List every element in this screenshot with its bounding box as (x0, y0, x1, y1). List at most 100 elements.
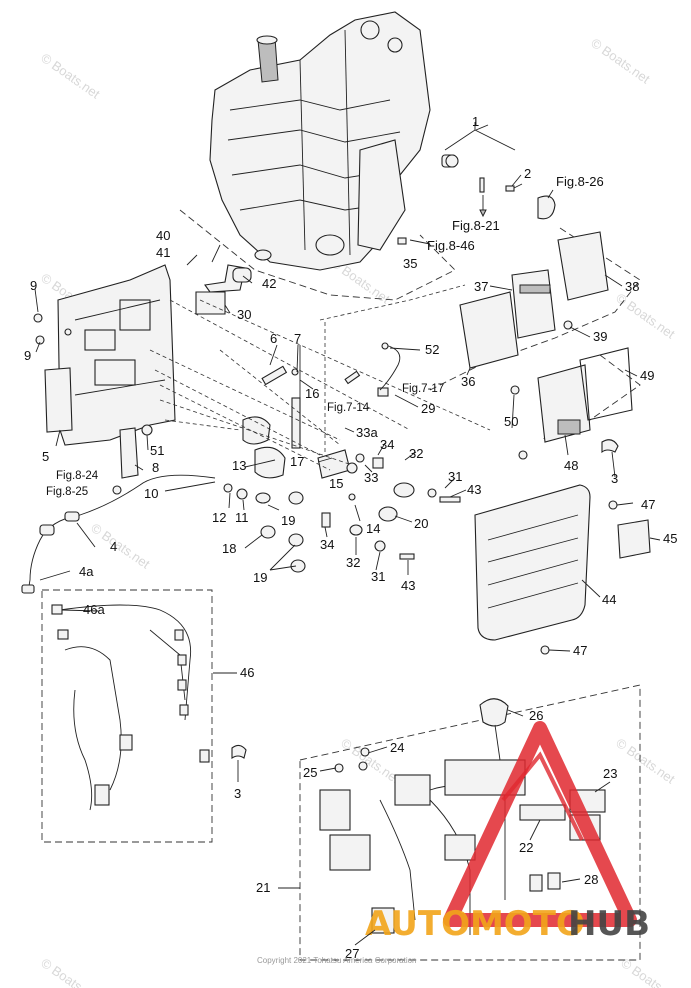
callout-2[interactable]: 2 (524, 166, 531, 181)
callout-47[interactable]: 47 (641, 497, 655, 512)
callout-48[interactable]: 48 (564, 458, 578, 473)
callout-15[interactable]: 15 (329, 476, 343, 491)
automotohub-logo: AUTOMOTO HUB (365, 721, 650, 944)
callout-20[interactable]: 20 (414, 516, 428, 531)
callout-12[interactable]: 12 (212, 510, 226, 525)
callout-13[interactable]: 13 (232, 458, 246, 473)
callout-3[interactable]: 3 (234, 786, 241, 801)
callout-39[interactable]: 39 (593, 329, 607, 344)
callout-47[interactable]: 47 (573, 643, 587, 658)
callout-9[interactable]: 9 (24, 348, 31, 363)
callout-33a[interactable]: 33a (356, 425, 378, 440)
watermark: © Boats.net (38, 955, 103, 988)
callout-7[interactable]: 7 (294, 331, 301, 346)
callout-24[interactable]: 24 (390, 740, 404, 755)
callout-leaders (34, 124, 661, 946)
figure-ref[interactable]: Fig.7-17 (402, 383, 444, 395)
callout-49[interactable]: 49 (640, 368, 654, 383)
callout-40[interactable]: 40 (156, 228, 170, 243)
logo-text-left: AUTOMOTO (365, 904, 585, 944)
callout-50[interactable]: 50 (504, 414, 518, 429)
callout-51[interactable]: 51 (150, 443, 164, 458)
callout-45[interactable]: 45 (663, 531, 677, 546)
left-lower-parts (112, 264, 301, 495)
callout-3[interactable]: 3 (611, 471, 618, 486)
watermark: © Boats.net (618, 955, 683, 988)
callout-18[interactable]: 18 (222, 541, 236, 556)
watermark: © Boats.net (88, 520, 153, 572)
harness-4 (27, 474, 216, 593)
callout-9[interactable]: 9 (30, 278, 37, 293)
callout-16[interactable]: 16 (305, 386, 319, 401)
callout-19[interactable]: 19 (281, 513, 295, 528)
callout-4a[interactable]: 4a (79, 564, 94, 579)
callout-6[interactable]: 6 (270, 331, 277, 346)
callout-52[interactable]: 52 (425, 342, 439, 357)
small-parts (223, 483, 415, 573)
callout-5[interactable]: 5 (42, 449, 49, 464)
callout-8[interactable]: 8 (152, 460, 159, 475)
callout-14[interactable]: 14 (366, 521, 380, 536)
copyright-notice: Copyright 2021 Tohatsu America Corporati… (257, 956, 417, 965)
cover-44 (474, 484, 651, 655)
callout-10[interactable]: 10 (144, 486, 158, 501)
watermark: © Boats.net (613, 735, 678, 787)
callout-34[interactable]: 34 (320, 537, 334, 552)
callout-34[interactable]: 34 (380, 437, 394, 452)
harness-46-box (41, 589, 247, 843)
figure-ref[interactable]: Fig.8-46 (427, 238, 475, 253)
logo-triangle (443, 721, 637, 927)
callout-32[interactable]: 32 (346, 555, 360, 570)
ignition-parts (317, 342, 461, 522)
figure-ref[interactable]: Fig.8-25 (46, 486, 88, 498)
callout-27[interactable]: 27 (345, 946, 359, 961)
callout-35[interactable]: 35 (403, 256, 417, 271)
callout-30[interactable]: 30 (237, 307, 251, 322)
callout-41[interactable]: 41 (156, 245, 170, 260)
callout-26[interactable]: 26 (529, 708, 543, 723)
callout-19[interactable]: 19 (253, 570, 267, 585)
assembly-leaders (149, 284, 491, 471)
figure-ref[interactable]: Fig.8-24 (56, 470, 99, 482)
sensor-assembly (397, 122, 556, 245)
callout-43[interactable]: 43 (401, 578, 415, 593)
callout-31[interactable]: 31 (448, 469, 462, 484)
ecu-unit (459, 231, 609, 369)
callout-17[interactable]: 17 (290, 454, 304, 469)
module-48 (510, 347, 633, 460)
callout-46a[interactable]: 46a (83, 602, 105, 617)
mounting-plane (179, 209, 456, 301)
callout-4[interactable]: 4 (110, 539, 117, 554)
watermark: © Boats.net (613, 290, 678, 342)
figure-ref[interactable]: Fig.7-14 (327, 402, 370, 414)
callout-46[interactable]: 46 (240, 665, 254, 680)
callout-23[interactable]: 23 (603, 766, 617, 781)
callout-38[interactable]: 38 (625, 279, 639, 294)
callout-33[interactable]: 33 (364, 470, 378, 485)
watermark: © Boats.net (588, 35, 653, 87)
callout-43[interactable]: 43 (467, 482, 481, 497)
callout-22[interactable]: 22 (519, 840, 533, 855)
logo-text-right: HUB (568, 904, 650, 944)
callout-labels: 1 2 3 3 4 4a 5 6 7 8 9 9 10 11 12 13 14 … (24, 114, 677, 961)
callout-28[interactable]: 28 (584, 872, 598, 887)
callout-42[interactable]: 42 (262, 276, 276, 291)
callout-25[interactable]: 25 (303, 765, 317, 780)
callout-31[interactable]: 31 (371, 569, 385, 584)
figure-ref[interactable]: Fig.8-26 (556, 174, 604, 189)
callout-29[interactable]: 29 (421, 401, 435, 416)
callout-21[interactable]: 21 (256, 880, 270, 895)
ecu-region (429, 227, 641, 391)
bracket-5 (33, 264, 176, 446)
figure-ref[interactable]: Fig.8-21 (452, 218, 500, 233)
watermark: © Boats.net (38, 50, 103, 102)
callout-44[interactable]: 44 (602, 592, 616, 607)
engine-block (209, 11, 431, 271)
callout-37[interactable]: 37 (474, 279, 488, 294)
callout-36[interactable]: 36 (461, 374, 475, 389)
callout-32[interactable]: 32 (409, 446, 423, 461)
callout-1[interactable]: 1 (472, 114, 479, 129)
callout-11[interactable]: 11 (235, 510, 249, 525)
figure-references: Fig.8-26 Fig.8-21 Fig.8-46 Fig.7-17 Fig.… (46, 174, 604, 498)
